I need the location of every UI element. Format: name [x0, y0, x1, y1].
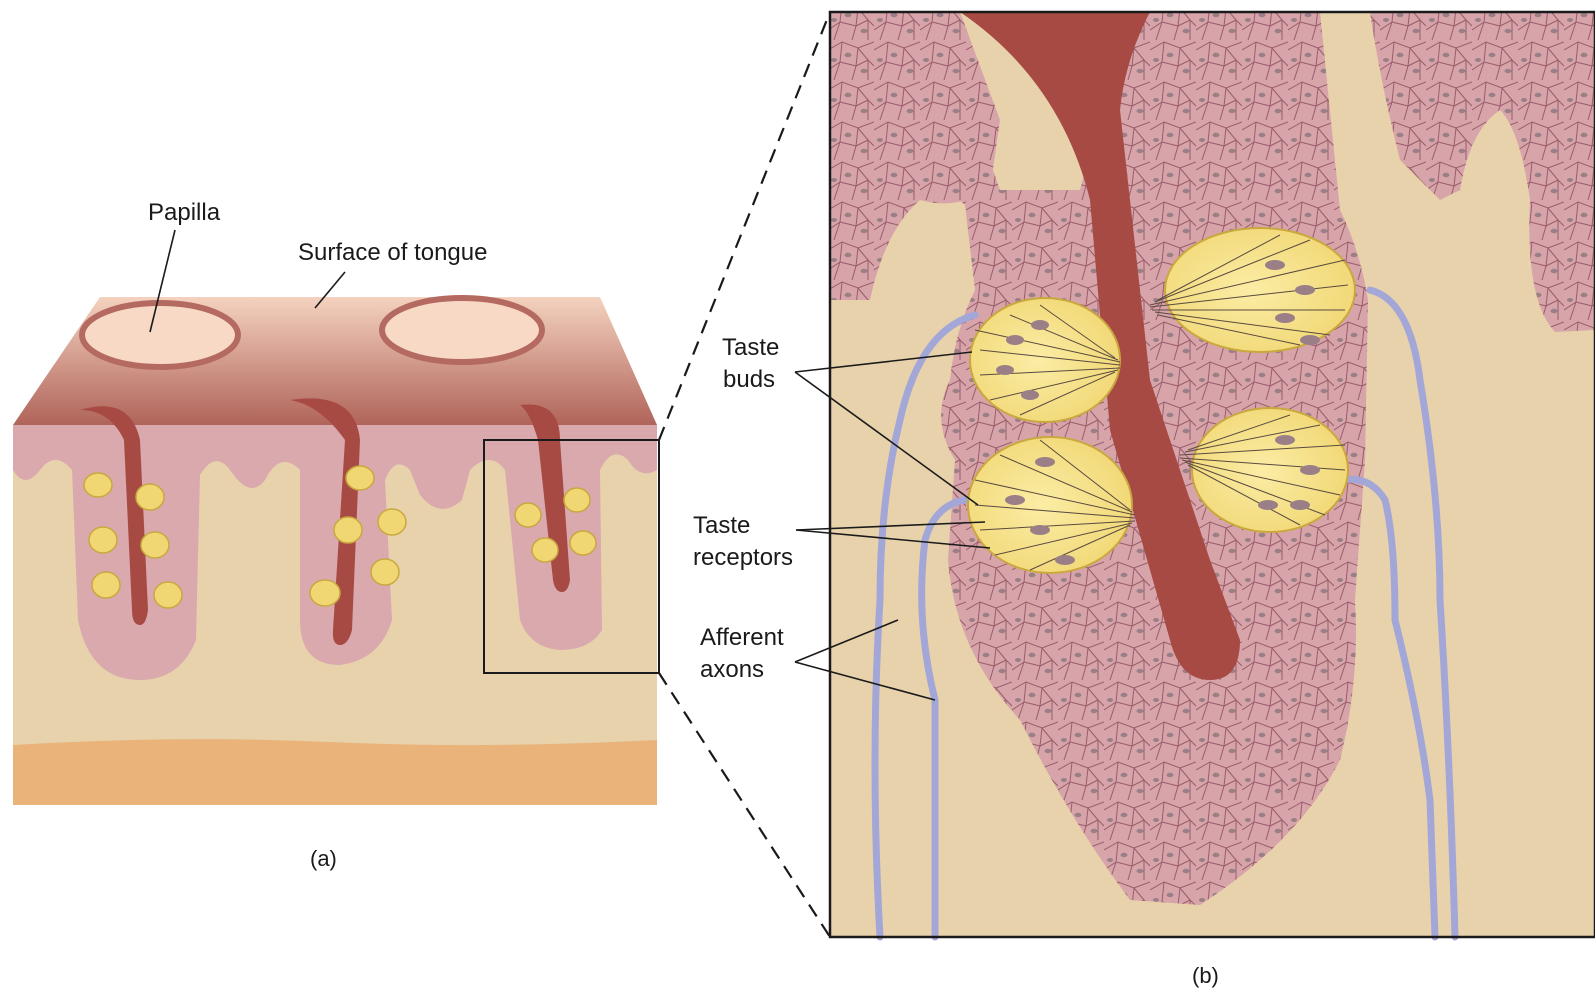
taste-bud-lower-left	[968, 437, 1135, 573]
panel-a-block	[13, 297, 659, 805]
label-papilla: Papilla	[148, 199, 221, 226]
label-taste-buds-line2: buds	[723, 366, 775, 393]
label-taste-buds: Taste buds	[722, 334, 779, 393]
papilla-right	[382, 298, 542, 362]
panel-b-block	[830, 12, 1595, 937]
label-taste-buds-line1: Taste	[722, 334, 779, 361]
label-afferent-line1: Afferent	[700, 624, 784, 651]
zoom-line-bottom	[659, 673, 830, 937]
label-taste-receptors-line1: Taste	[693, 512, 750, 539]
label-surface-of-tongue: Surface of tongue	[298, 239, 487, 266]
muscle-base-layer	[13, 739, 657, 805]
label-afferent-axons: Afferent axons	[700, 624, 784, 683]
label-taste-receptors-line2: receptors	[693, 544, 793, 571]
papilla-left	[82, 303, 238, 367]
caption-a: (a)	[310, 846, 337, 871]
label-taste-receptors: Taste receptors	[693, 512, 793, 571]
caption-b: (b)	[1192, 963, 1219, 988]
taste-bud-upper-left	[970, 298, 1120, 422]
label-afferent-line2: axons	[700, 656, 764, 683]
